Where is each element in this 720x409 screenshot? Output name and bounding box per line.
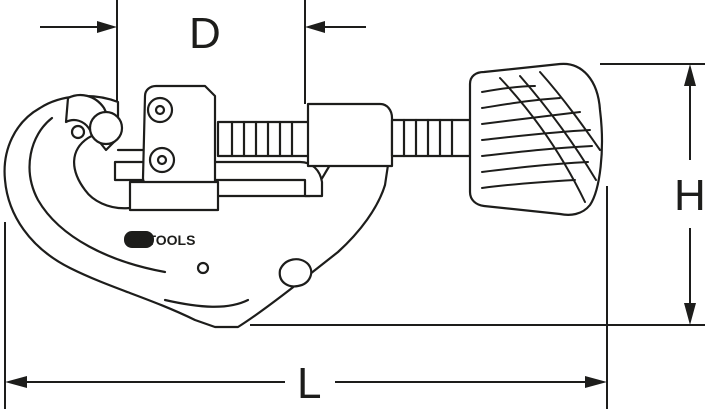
lead-screw-right-threads: [402, 118, 454, 158]
brand-logo: KSTOOLS: [124, 231, 195, 248]
dimension-d-label: D: [189, 9, 221, 58]
dimension-d-arrow-left: [97, 21, 117, 33]
fixed-roller-pin: [70, 124, 86, 140]
dimension-l-arrow-right: [585, 376, 607, 388]
dimension-d-arrow-right: [305, 21, 325, 33]
tube-cutter: [3, 62, 604, 329]
dimension-h-arrow-bottom: [684, 303, 696, 325]
cutting-wheel-lower-hub: [156, 154, 168, 166]
fixed-roller: [88, 110, 124, 146]
dimension-h-label: H: [674, 171, 706, 220]
cutting-wheel-upper-hub: [154, 104, 166, 116]
dimension-d: [40, 0, 366, 112]
adjustment-knob-knurling: [481, 71, 601, 203]
dimension-l: [4, 186, 608, 409]
dimension-l-arrow-left: [5, 376, 27, 388]
lead-screw-left-section: [216, 120, 312, 158]
dimension-l-label: L: [297, 359, 321, 408]
dimension-h: [250, 63, 705, 326]
brand-logo-text: KSTOOLS: [128, 232, 195, 248]
brand-logo-badge: [124, 231, 154, 248]
rivet-hole: [196, 261, 210, 275]
cutter-frame-inner-edge: [28, 116, 167, 274]
feed-nut-housing: [306, 102, 394, 168]
adjustment-knob[interactable]: [468, 62, 604, 216]
carriage-shoe: [128, 180, 220, 212]
lead-screw-left-threads: [230, 120, 294, 158]
dimension-h-arrow-top: [684, 64, 696, 86]
cutter-frame-lower-edge: [163, 298, 250, 308]
thumb-recess: [278, 258, 313, 288]
